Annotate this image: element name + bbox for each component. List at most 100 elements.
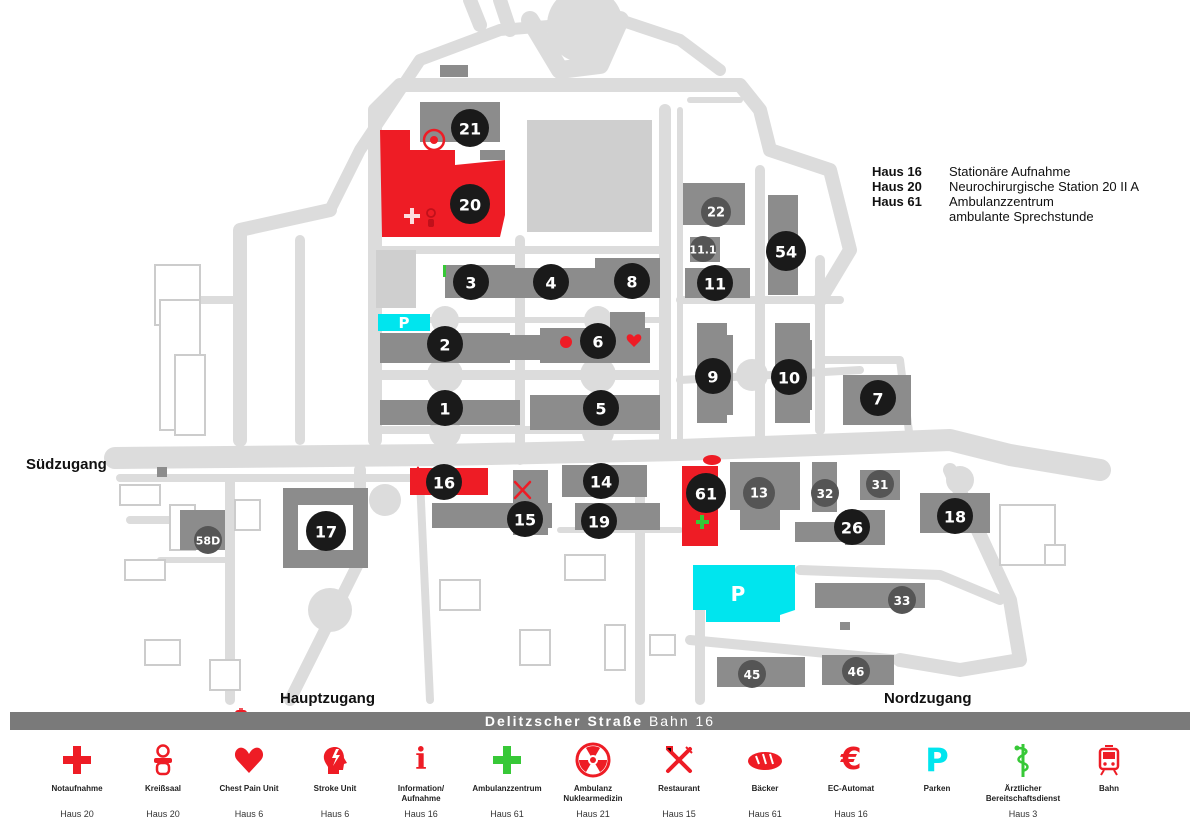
building-marker-7: 7: [860, 380, 896, 416]
heart-map-icon: [626, 334, 642, 347]
euro-icon: €: [840, 742, 862, 777]
building-marker-3: 3: [453, 264, 489, 300]
legend-label: Restaurant: [658, 784, 700, 793]
building-marker-31: 31: [866, 470, 894, 498]
parking-label-main: P: [731, 582, 746, 606]
building-number: 9: [707, 368, 718, 387]
building-marker-circle: [427, 390, 463, 426]
legend-haus: Haus 61: [490, 809, 524, 819]
building-number: 3: [465, 274, 476, 293]
green-cross-icon: [464, 740, 550, 780]
haus-info-value: ambulante Sprechstunde: [949, 209, 1094, 224]
legend-haus: Haus 6: [234, 809, 264, 819]
building-marker-16: 16: [426, 464, 462, 500]
building-number: 22: [707, 206, 725, 221]
building-number: 20: [459, 196, 481, 215]
building-number: 16: [433, 474, 455, 493]
tram-icon: [1066, 740, 1152, 780]
building-marker-26: 26: [834, 509, 870, 545]
building-marker-4: 4: [533, 264, 569, 300]
building-number: 10: [778, 369, 800, 388]
legend-haus: Haus 61: [748, 809, 782, 819]
bread-icon: [722, 740, 808, 780]
building-number: 11.1: [689, 244, 716, 257]
emergency-map-icon: [404, 208, 420, 224]
building-marker-circle: [695, 358, 731, 394]
haus-info-key: Haus 20: [872, 179, 922, 194]
caduceus-map-icon: [443, 265, 446, 277]
building-marker-circle: [507, 501, 543, 537]
building-number: 13: [750, 487, 768, 502]
building-marker-46: 46: [842, 657, 870, 685]
legend-label: Ärztlicher Bereitschaftsdienst: [985, 784, 1061, 803]
haus-info-key: Haus 16: [872, 164, 922, 179]
haus-info-row: Haus 20 Neurochirurgische Station 20 II …: [872, 179, 1192, 195]
haus-info-row: Haus 16 Stationäre Aufnahme: [872, 164, 1192, 180]
euro-map-icon: €: [414, 483, 423, 496]
haus-info-key: Haus 61: [872, 194, 922, 209]
legend-label: Chest Pain Unit: [219, 784, 279, 793]
building-marker-45: 45: [738, 660, 766, 688]
legend-haus: Haus 21: [576, 809, 610, 819]
street-label: Delitzscher Straße Bahn 16: [10, 712, 1190, 730]
street-bar: Delitzscher Straße Bahn 16: [10, 712, 1190, 730]
building-marker-14: 14: [583, 463, 619, 499]
building-number: 21: [459, 120, 481, 139]
haus-info-value: Neurochirurgische Station 20 II A: [949, 179, 1140, 194]
building-marker-32: 32: [811, 479, 839, 507]
building-number: 32: [817, 487, 834, 501]
parking-label-west: P: [399, 314, 410, 332]
map-symbols: i €: [404, 128, 721, 529]
building-number: 33: [894, 594, 911, 608]
haus-info-value: Stationäre Aufnahme: [949, 164, 1071, 179]
legend-label: Ambulanz Nuklearmedizin: [563, 784, 623, 803]
legend-label: EC-Automat: [827, 784, 875, 793]
building-marker-circle: [580, 323, 616, 359]
building-marker-circle: [426, 464, 462, 500]
building-marker-10: 10: [771, 359, 807, 395]
building-marker-54: 54: [766, 231, 806, 271]
building-number: 17: [315, 523, 337, 542]
legend-label: Ambulanzzentrum: [472, 784, 542, 793]
bread-map-icon: [703, 455, 721, 465]
building-marker-22: 22: [701, 197, 731, 227]
building-number: 61: [695, 485, 717, 504]
legend-haus: Haus 16: [404, 809, 438, 819]
building-marker-20: 20: [450, 184, 490, 224]
building-number: 8: [626, 273, 637, 292]
building-marker-1: 1: [427, 390, 463, 426]
entrance-label-main: Hauptzugang: [280, 690, 375, 707]
building-number: 15: [514, 511, 536, 530]
building-marker-circle: [738, 660, 766, 688]
building-marker-circle: [614, 263, 650, 299]
heart-icon: [206, 740, 292, 780]
building-marker-circle: [811, 479, 839, 507]
radiation-icon: [550, 740, 636, 780]
info-map-icon: i: [416, 465, 421, 479]
entrance-label-south: Südzugang: [26, 456, 107, 473]
building-marker-13: 13: [743, 477, 775, 509]
building-marker-18: 18: [937, 498, 973, 534]
building-number: 11: [704, 275, 726, 294]
red-cross-icon: [34, 740, 120, 780]
pacifier-map-icon: [426, 208, 436, 218]
building-number: 26: [841, 519, 863, 538]
building-marker-circle: [888, 586, 916, 614]
legend-label: Information/ Aufnahme: [397, 784, 445, 803]
legend-haus: Haus 16: [834, 809, 868, 819]
entrance-label-north: Nordzugang: [884, 690, 972, 707]
fork-knife-icon: [636, 740, 722, 780]
building-marker-circle: [306, 511, 346, 551]
parking-icon: P: [925, 741, 949, 779]
building-marker-circle: [581, 503, 617, 539]
legend-haus: Haus 15: [662, 809, 696, 819]
building-marker-21: 21: [451, 109, 489, 147]
building-marker-circle: [533, 264, 569, 300]
